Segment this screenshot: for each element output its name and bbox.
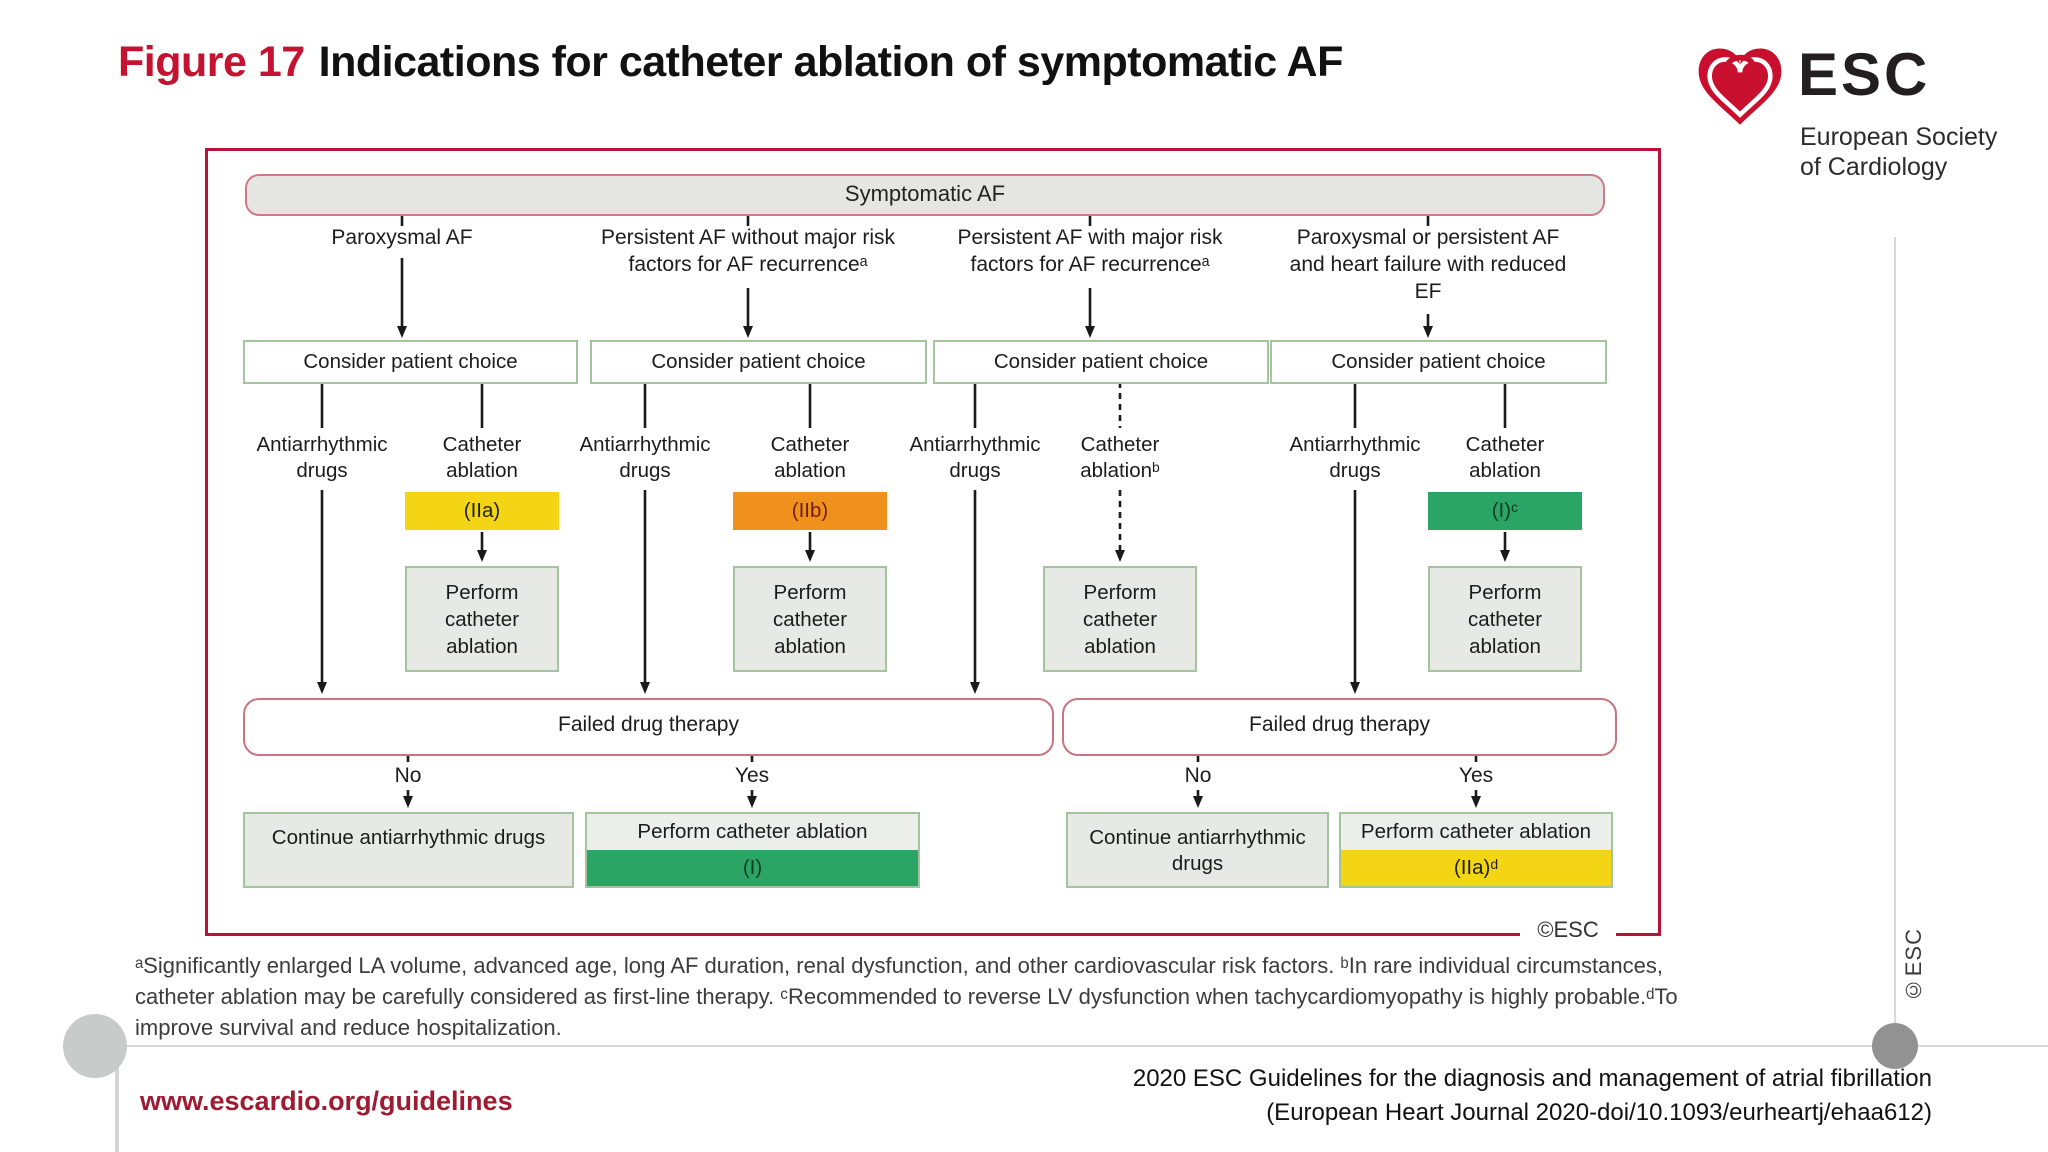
perform-box-3: Perform catheter ablation [1043,566,1197,672]
esc-logo-text: ESC [1798,41,1931,108]
no-label-right: No [1184,764,1212,787]
outcome-continue-drugs-right: Continue antiarrhythmic drugs [1066,812,1329,888]
failed-drug-therapy-right: Failed drug therapy [1062,698,1617,756]
esc-heart-icon [1694,42,1786,134]
footnote-line-3: improve survival and reduce hospitalizat… [135,1015,562,1040]
branch-label-persistent-with: Persistent AF with major risk factors fo… [957,226,1223,276]
perform-box-4: Perform catheter ablation [1428,566,1582,672]
ablation-label-2: Catheter ablation [770,433,850,482]
citation: 2020 ESC Guidelines for the diagnosis an… [1133,1062,1932,1130]
consider-box-2: Consider patient choice [590,340,927,384]
outcome-continue-drugs-left: Continue antiarrhythmic drugs [243,812,574,888]
figure-number: Figure 17 [118,38,305,86]
citation-line-1: 2020 ESC Guidelines for the diagnosis an… [1132,1065,1932,1092]
drugs-label-4: Antiarrhythmic drugs [1289,433,1421,482]
ablation-label-1: Catheter ablation [442,433,522,482]
branch-label-persistent-without: Persistent AF without major risk factors… [600,226,896,276]
outcome-perform-right: Perform catheter ablation (IIa)ᵈ [1339,812,1613,888]
divider-dot-right [1872,1023,1918,1069]
horizontal-divider [93,1045,2048,1047]
consider-box-1: Consider patient choice [243,340,578,384]
consider-box-3: Consider patient choice [933,340,1269,384]
vertical-divider-right [1894,237,1896,1046]
vertical-divider-left [115,1060,119,1152]
node-symptomatic-af: Symptomatic AF [245,174,1605,216]
no-label-left: No [394,764,422,787]
outcome-class-i-badge: (I) [587,850,918,886]
branch-label-paroxysmal: Paroxysmal AF [331,226,473,249]
outcome-perform-left-label: Perform catheter ablation [587,814,918,850]
figure-title: Indications for catheter ablation of sym… [318,38,1344,86]
footnote-line-2: catheter ablation may be carefully consi… [135,984,1678,1009]
esc-copyright-frame: ©ESC [1520,915,1616,945]
footnotes: ᵃSignificantly enlarged LA volume, advan… [135,950,1678,1043]
failed-drug-therapy-left: Failed drug therapy [243,698,1054,756]
drugs-label-3: Antiarrhythmic drugs [909,433,1041,482]
ablation-label-3: Catheter ablationᵇ [1080,433,1160,482]
footnote-line-1: ᵃSignificantly enlarged LA volume, advan… [135,953,1663,978]
citation-line-2: (European Heart Journal 2020-doi/10.1093… [1266,1099,1932,1126]
yes-label-left: Yes [734,764,770,787]
yes-label-right: Yes [1458,764,1494,787]
branch-label-hf-reduced-ef: Paroxysmal or persistent AF and heart fa… [1289,226,1567,303]
perform-box-1: Perform catheter ablation [405,566,559,672]
drugs-label-2: Antiarrhythmic drugs [579,433,711,482]
perform-box-2: Perform catheter ablation [733,566,887,672]
flowchart-frame [205,148,1661,936]
guidelines-url-link[interactable]: www.escardio.org/guidelines [140,1086,513,1116]
page-title: Figure 17 Indications for catheter ablati… [118,38,1343,87]
drugs-label-1: Antiarrhythmic drugs [256,433,388,482]
esc-logo-subtitle: European Society of Cardiology [1800,123,1998,181]
consider-box-4: Consider patient choice [1270,340,1607,384]
class-badge-iia: (IIa) [405,492,559,530]
outcome-class-iia-badge: (IIa)ᵈ [1341,850,1611,886]
outcome-perform-right-label: Perform catheter ablation [1341,814,1611,850]
outcome-perform-left: Perform catheter ablation (I) [585,812,920,888]
esc-copyright-vertical: ©ESC [1901,928,1926,1003]
divider-dot-left [63,1014,127,1078]
ablation-label-4: Catheter ablation [1465,433,1545,482]
class-badge-iib: (IIb) [733,492,887,530]
class-badge-i: (I)ᶜ [1428,492,1582,530]
